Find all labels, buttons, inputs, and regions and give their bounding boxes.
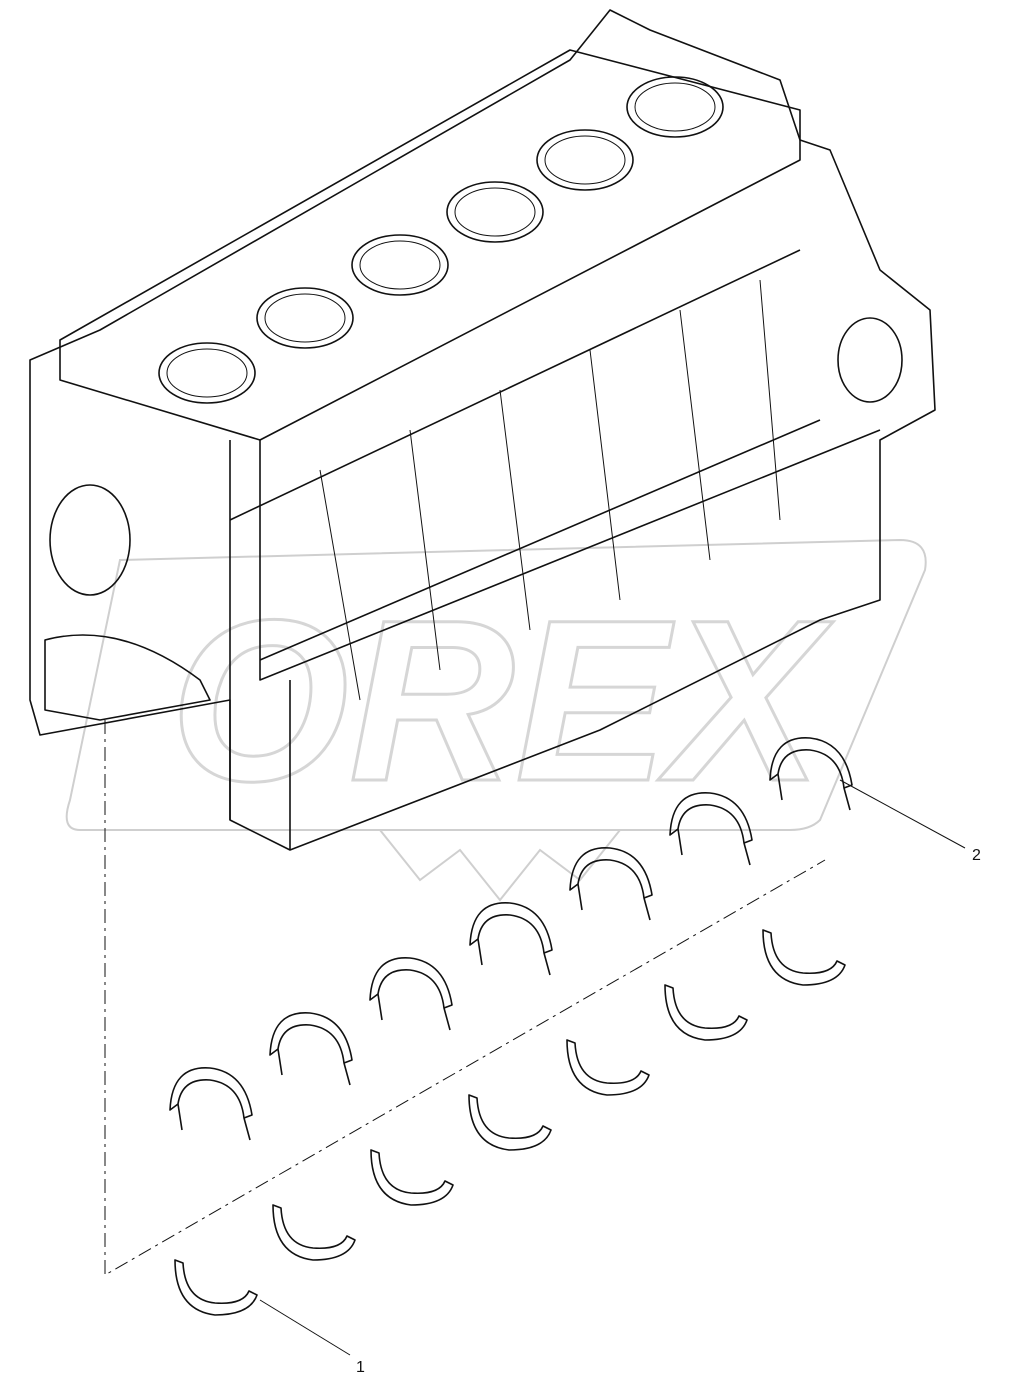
main-bearing-webs: [319, 279, 781, 701]
lower-bearing-shell: [370, 1149, 454, 1206]
upper-bearing-shells: [169, 737, 853, 1141]
crankshaft-centerline: [104, 720, 826, 1276]
upper-bearing-shell: [769, 737, 853, 811]
lower-bearing-shell: [468, 1094, 552, 1151]
lower-bearing-shell: [566, 1039, 650, 1096]
lower-bearing-shell: [762, 929, 846, 986]
lower-bearing-shell: [272, 1204, 356, 1261]
callout-2-label: 2: [972, 847, 981, 864]
callout-1-label: 1: [356, 1359, 365, 1376]
upper-bearing-shell: [169, 1067, 253, 1141]
upper-bearing-shell: [669, 792, 753, 866]
upper-bearing-shell: [369, 957, 453, 1031]
watermark-logo: OREX: [65, 538, 927, 902]
upper-bearing-shell: [469, 902, 553, 976]
callout-1-leader: [259, 1299, 351, 1356]
lower-bearing-shell: [174, 1259, 258, 1316]
callout-2-leader: [839, 779, 966, 849]
upper-bearing-shell: [269, 1012, 353, 1086]
lower-bearing-shells: [174, 929, 846, 1316]
watermark-text: OREX: [170, 572, 833, 829]
cylinder-bores: [158, 76, 724, 404]
upper-bearing-shell: [569, 847, 653, 921]
engine-block: [29, 9, 936, 851]
lower-bearing-shell: [664, 984, 748, 1041]
